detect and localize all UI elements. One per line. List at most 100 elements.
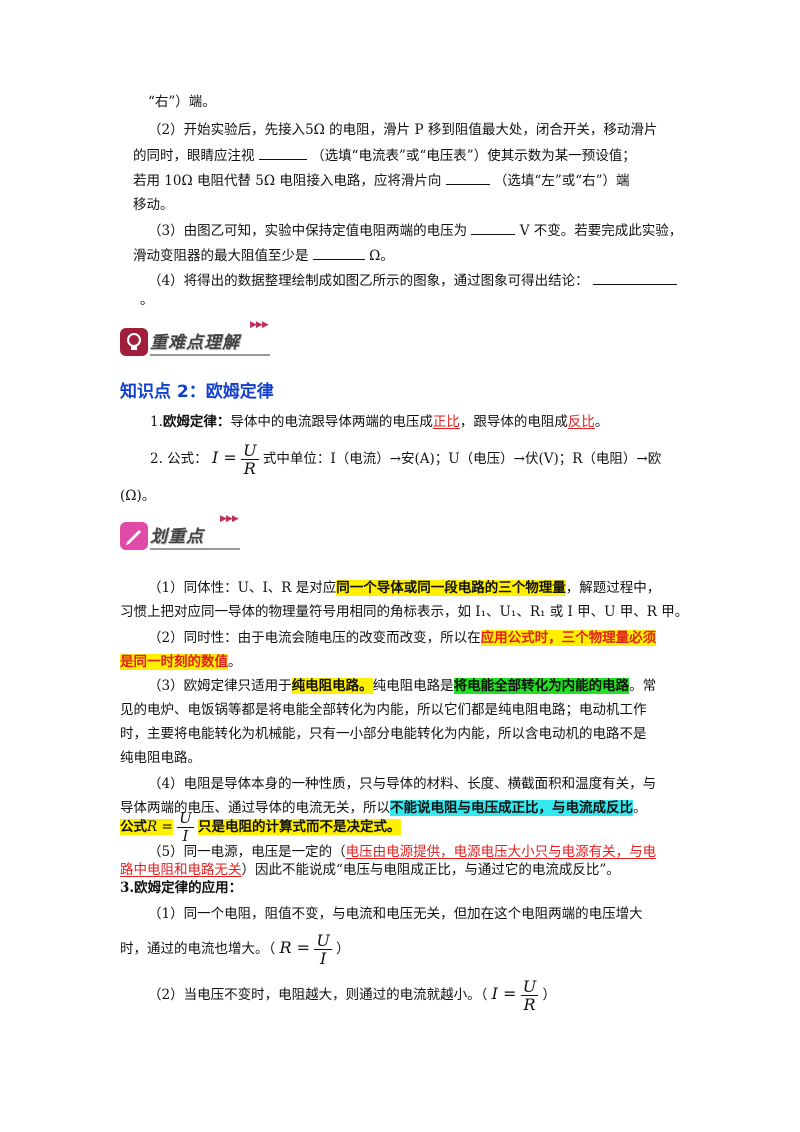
banner-underline	[150, 548, 240, 550]
p3-text-a: （3）欧姆定律只适用于	[148, 678, 292, 694]
pen-mark-icon	[120, 522, 148, 550]
p3-text-c: 。常	[629, 678, 657, 694]
p3-highlight-1: 纯电阻电路。	[291, 678, 373, 694]
q3-line-b: 滑动变阻器的最大阻值至少是 Ω。	[133, 245, 394, 266]
point-5-line-b: 路中电阻和电路无关）因此不能说成“电压与电阻成正比，与通过它的电流成反比”。	[120, 860, 620, 880]
point-4-line-b: 导体两端的电压、通过导体的电流无关，所以不能说电阻与电压成正比，与电流成反比。	[120, 798, 647, 818]
q4-line-a: （4）将得出的数据整理绘制成如图乙所示的图象，通过图象可得出结论：	[148, 270, 677, 291]
q2-text-c1: 若用 10Ω 电阻代替 5Ω 电阻接入电路，应将滑片向	[133, 173, 442, 189]
p2-highlight-2: 是同一时刻的数值	[120, 654, 228, 670]
point-2-line-a: （2）同时性：由于电流会随电压的改变而改变，所以在应用公式时，三个物理量必须	[148, 628, 657, 648]
def-term: 欧姆定律：	[162, 414, 231, 430]
def-text-1: 导体中的电流跟导体两端的电压成	[230, 414, 433, 430]
answer-blank-meter	[258, 145, 307, 160]
formula-prefix: 2. 公式：	[150, 451, 208, 467]
def-text-2: ，跟导体的电阻成	[459, 414, 568, 430]
p1-text-a: （1）同体性：U、I、R 是对应	[148, 580, 337, 596]
q2-line-c: 若用 10Ω 电阻代替 5Ω 电阻接入电路，应将滑片向 （选填“左”或“右”）端	[133, 170, 630, 191]
app2-numerator: U	[520, 977, 539, 996]
q2-line-d: 移动。	[133, 197, 174, 213]
kp2-title: 知识点 2：欧姆定律	[120, 382, 274, 402]
p5-red-2: 路中电阻和电路无关	[120, 862, 242, 878]
p5-text-b: ）因此不能说成“电压与电阻成正比，与通过它的电流成反比”。	[241, 862, 620, 878]
answer-blank-conclusion	[592, 270, 677, 285]
point-3-line-b: 见的电炉、电饭锅等都是将电能全部转化为内能，所以它们都是纯电阻电路；电动机工作	[120, 702, 647, 718]
point-4-line-a: （4）电阻是导体本身的一种性质，只与导体的材料、长度、横截面积和温度有关，与	[148, 776, 657, 792]
q2-text-c2: （选填“左”或“右”）端	[493, 173, 630, 189]
def-text-3: 。	[594, 414, 609, 430]
formula-denominator: R	[243, 459, 256, 478]
application-title: 3.欧姆定律的应用：	[120, 880, 243, 896]
p4-formula-lhs: R =	[147, 819, 173, 835]
q3-line-a: （3）由图乙可知，实验中保持定值电阻两端的电压为 V 不变。若要完成此实验，	[148, 220, 682, 241]
p4-text-b1: 导体两端的电压、通过导体的电流无关，所以	[120, 800, 390, 816]
app1-numerator: U	[314, 931, 332, 950]
app2-denominator: R	[523, 995, 536, 1014]
answer-blank-voltage	[471, 220, 516, 235]
point-3-line-a: （3）欧姆定律只适用于纯电阻电路。纯电阻电路是将电能全部转化为内能的电路。常	[148, 676, 656, 696]
q3-text-b1: 滑动变阻器的最大阻值至少是	[133, 248, 309, 264]
p1-highlight: 同一个导体或同一段电路的三个物理量	[336, 580, 566, 596]
def-number: 1.	[150, 414, 163, 430]
q-prev-line0: “右”）端。	[148, 94, 216, 110]
p4-formula-highlight: 只是电阻的计算式而不是决定式。	[198, 819, 401, 835]
point-1-line-a: （1）同体性：U、I、R 是对应同一个导体或同一段电路的三个物理量，解题过程中，	[148, 578, 660, 598]
q2-text-b1: 的同时，眼睛应注视	[133, 148, 255, 164]
app2-formula-lhs: I =	[491, 984, 517, 1003]
q2-text-b2: （选填“电流表”或“电压表”）使其示数为某一预设值；	[311, 148, 636, 164]
triple-arrow-icon: ▶▶▶	[220, 514, 239, 524]
q2-line-a: （2）开始实验后，先接入5Ω 的电阻，滑片 P 移到阻值最大处，闭合开关，移动滑…	[148, 122, 658, 138]
application-1-line-a: （1）同一个电阻，阻值不变，与电流和电压无关，但加在这个电阻两端的电压增大	[148, 906, 643, 922]
p4-denominator: I	[182, 827, 189, 845]
p5-red-1: 电压由电源提供，电源电压大小只与电源有关，与电	[345, 844, 657, 860]
banner-title: 重难点理解	[150, 333, 240, 353]
q3-text-a2: V 不变。若要完成此实验，	[519, 223, 683, 239]
def-red-inverse: 反比	[567, 414, 595, 430]
p2-highlight-1: 应用公式时，三个物理量必须	[480, 630, 657, 646]
p1-text-b: ，解题过程中，	[565, 580, 661, 596]
section-banner-highlight: 划重点 ▶▶▶	[120, 514, 250, 550]
formula-numerator: U	[241, 441, 259, 460]
point-3-line-d: 纯电阻电路。	[120, 750, 201, 766]
formula-units-cont: (Ω)。	[120, 488, 156, 504]
q4-line-b: 。	[140, 292, 154, 308]
q4-text-a: （4）将得出的数据整理绘制成如图乙所示的图象，通过图象可得出结论：	[148, 273, 589, 289]
p2-text-b: 。	[228, 654, 242, 670]
q3-text-a1: （3）由图乙可知，实验中保持定值电阻两端的电压为	[148, 223, 468, 239]
app1-denominator: I	[319, 949, 327, 968]
triple-arrow-icon: ▶▶▶	[250, 320, 269, 330]
app2-close-paren: ）	[542, 987, 557, 1003]
def-red-proportional: 正比	[432, 414, 460, 430]
p4-formula-prefix: 公式	[120, 819, 147, 835]
point-1-line-b: 习惯上把对应同一导体的物理量符号用相同的角标表示，如 I₁、U₁、R₁ 或 I …	[120, 604, 689, 620]
section-banner-key-points: 重难点理解 ▶▶▶	[120, 320, 280, 356]
p4-text-b2: 。	[633, 800, 647, 816]
banner-underline	[150, 354, 270, 356]
point-3-line-c: 时，主要将电能转化为机械能，只有一小部分电能转化为内能，所以含电动机的电路不是	[120, 726, 647, 742]
app1-formula-lhs: R =	[279, 938, 311, 957]
app2-text-a: （2）当电压不变时，电阻越大，则通过的电流就越小。（	[148, 987, 488, 1003]
point-2-line-b: 是同一时刻的数值。	[120, 652, 242, 672]
p3-text-b: 纯电阻电路是	[372, 678, 454, 694]
ohm-law-definition: 1.欧姆定律：导体中的电流跟导体两端的电压成正比，跟导体的电阻成反比。	[150, 412, 608, 432]
answer-blank-direction	[445, 170, 490, 185]
p5-text-a: （5）同一电源，电压是一定的（	[148, 844, 346, 860]
q2-line-b: 的同时，眼睛应注视 （选填“电流表”或“电压表”）使其示数为某一预设值；	[133, 145, 636, 166]
answer-blank-resistance	[312, 245, 365, 260]
app1-close-paren: ）	[336, 941, 350, 957]
app1-text-b: 时，通过的电流也增大。（	[120, 941, 276, 957]
banner-title: 划重点	[150, 527, 204, 547]
formula-lhs: I =	[211, 448, 237, 467]
p4-highlight: 不能说电阻与电压成正比，与电流成反比	[390, 800, 633, 816]
point-5-line-a: （5）同一电源，电压是一定的（电压由电源提供，电源电压大小只与电源有关，与电	[148, 842, 656, 862]
formula-units: 式中单位：I（电流）→安(A)；U（电压）→伏(V)；R（电阻）→欧	[262, 451, 662, 467]
p2-text-a: （2）同时性：由于电流会随电压的改变而改变，所以在	[148, 630, 481, 646]
